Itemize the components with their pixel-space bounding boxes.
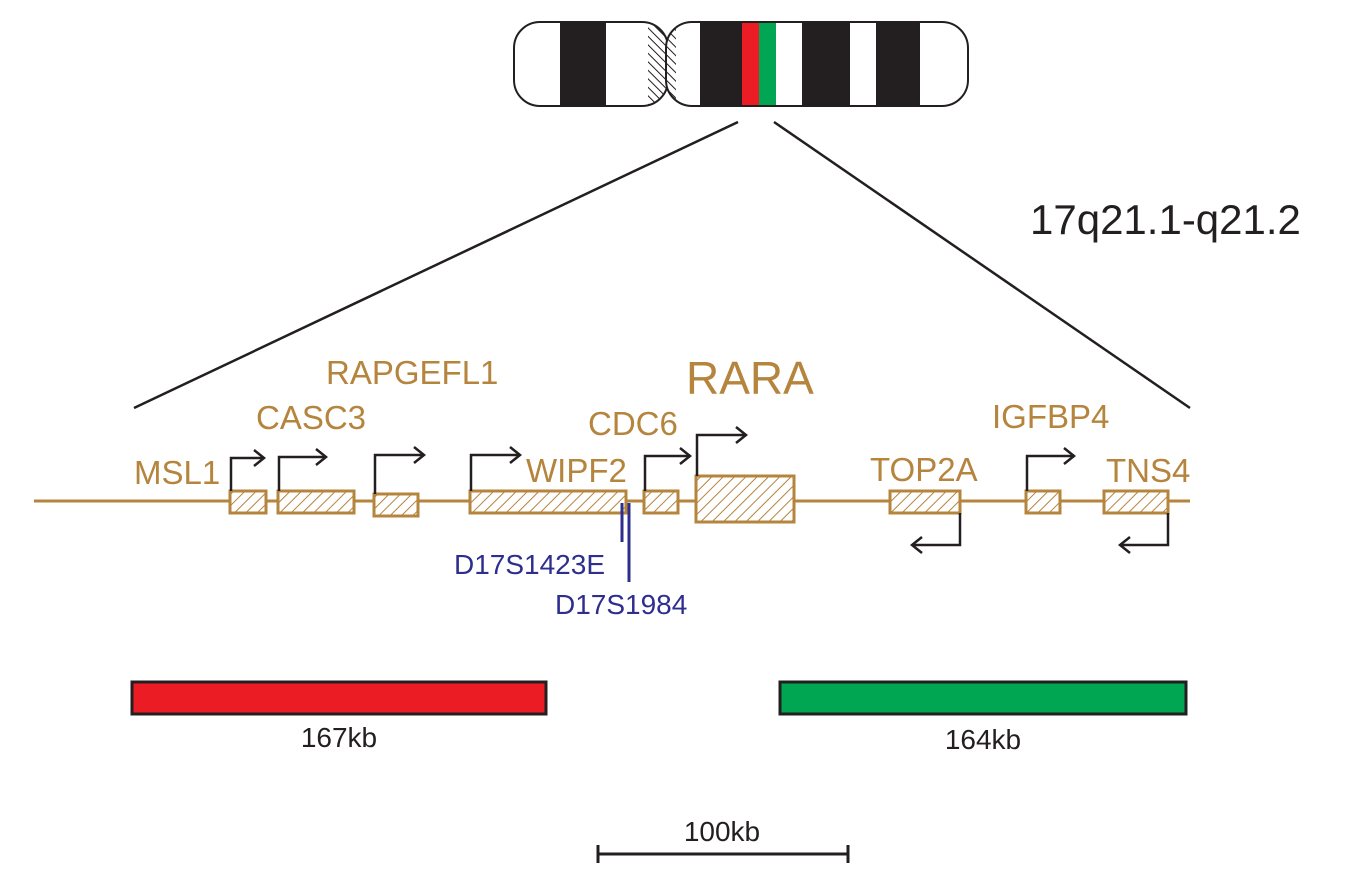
gene-label: RARA (686, 352, 814, 404)
gene-label: CASC3 (256, 399, 366, 436)
zoom-line-right (773, 120, 1191, 410)
gene-box (228, 489, 268, 515)
gene-label: IGFBP4 (992, 398, 1109, 435)
gene-label: MSL1 (134, 454, 220, 491)
marker-d17s1423e: D17S1423E (454, 503, 624, 580)
gene-msl1: MSL1 (134, 449, 268, 515)
gene-top2a: TOP2A (870, 451, 978, 554)
forward-arrow-icon (229, 456, 262, 491)
reverse-arrow-icon (914, 513, 962, 547)
chromosome-q-arm (666, 22, 968, 106)
region-label: 17q21.1-q21.2 (1030, 196, 1301, 243)
gene-box (642, 489, 680, 515)
probe-label: 167kb (301, 722, 377, 753)
forward-arrow-icon (643, 454, 688, 491)
gene-box (468, 489, 628, 515)
green-probe-band (759, 22, 776, 106)
gene-wipf2: WIPF2 (468, 446, 628, 515)
gene-rapgefl1: RAPGEFL1 (326, 354, 498, 518)
forward-arrow-icon (1025, 454, 1072, 491)
dark-band (560, 22, 606, 106)
scale-bar-label: 100kb (684, 816, 760, 847)
probe-bar (130, 680, 548, 716)
gene-rara: RARA (686, 352, 814, 524)
centromere-band (666, 22, 676, 106)
gene-label: WIPF2 (526, 452, 627, 489)
dark-band (802, 22, 850, 106)
reverse-arrow-icon (1122, 513, 1170, 547)
gene-tns4: TNS4 (1102, 452, 1190, 554)
gene-label: RAPGEFL1 (326, 354, 498, 391)
gene-label: CDC6 (588, 405, 678, 442)
gene-igfbp4: IGFBP4 (992, 398, 1109, 515)
forward-arrow-icon (469, 453, 518, 491)
gene-label: TNS4 (1106, 452, 1190, 489)
forward-arrow-icon (277, 455, 324, 491)
forward-arrow-icon (695, 433, 744, 476)
gene-cdc6: CDC6 (588, 405, 693, 515)
gene-box (372, 492, 420, 518)
gene-box (1102, 489, 1170, 515)
gene-box (888, 489, 962, 515)
chromosome-ideogram (513, 21, 969, 107)
gene-box (694, 474, 796, 524)
gene-box (1024, 489, 1062, 515)
gene-label: TOP2A (870, 451, 978, 488)
red-probe-band (742, 22, 759, 106)
dark-band (876, 22, 920, 106)
marker-label: D17S1984 (555, 589, 687, 620)
probe-bar (778, 680, 1188, 716)
zoom-line-left (133, 120, 739, 410)
chromosome-p-arm (514, 22, 668, 106)
forward-arrow-icon (373, 453, 422, 494)
centromere-band (648, 22, 668, 106)
dark-band (700, 22, 742, 106)
probe-red: 167kb (130, 680, 548, 753)
scale-bar: 100kb (596, 816, 850, 863)
marker-label: D17S1423E (454, 549, 605, 580)
probe-label: 164kb (945, 724, 1021, 755)
gene-casc3: CASC3 (256, 399, 366, 515)
marker-d17s1984: D17S1984 (555, 503, 687, 620)
probe-green: 164kb (778, 680, 1188, 755)
gene-box (276, 489, 356, 515)
